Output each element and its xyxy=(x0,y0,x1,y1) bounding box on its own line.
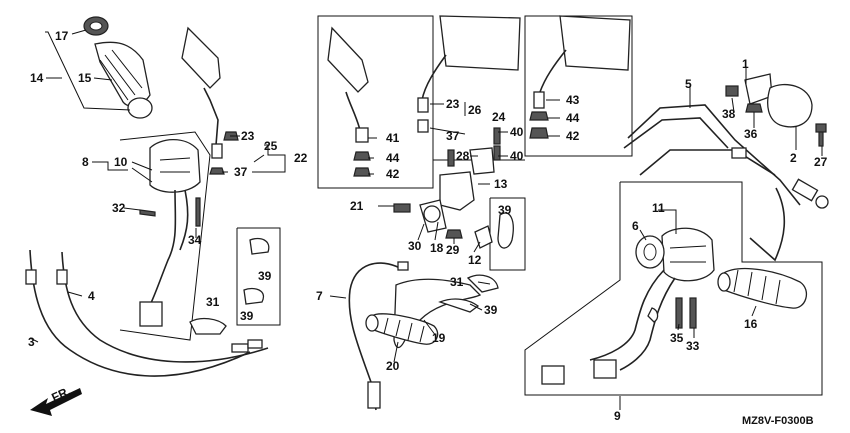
callout-30: 30 xyxy=(408,239,422,253)
callout-27: 27 xyxy=(814,155,828,169)
mirror-box-right xyxy=(524,15,633,157)
callout-8: 8 xyxy=(82,155,89,169)
callout-32: 32 xyxy=(112,201,126,215)
center-mirror-left xyxy=(327,26,371,177)
throttle-cables xyxy=(25,249,269,377)
right-grip xyxy=(717,267,808,309)
choke-lever xyxy=(725,73,827,147)
callout-40: 40 xyxy=(510,125,524,139)
callout-18: 18 xyxy=(430,241,444,255)
right-switch-box xyxy=(524,181,823,396)
callout-39: 39 xyxy=(258,269,272,283)
callout-41: 41 xyxy=(386,131,400,145)
cable-clamps-left xyxy=(189,237,270,335)
callout-21: 21 xyxy=(350,199,364,213)
front-direction-label: FR. xyxy=(49,384,72,405)
callout-40: 40 xyxy=(510,149,524,163)
callout-29: 29 xyxy=(446,243,460,257)
callout-44: 44 xyxy=(566,111,580,125)
callout-44: 44 xyxy=(386,151,400,165)
callout-labels: 17 14 15 23 25 22 37 8 10 32 34 4 3 31 3… xyxy=(28,29,828,427)
callout-28: 28 xyxy=(456,149,470,163)
callout-19: 19 xyxy=(432,331,446,345)
callout-20: 20 xyxy=(386,359,400,373)
callout-24: 24 xyxy=(492,110,506,124)
callout-5: 5 xyxy=(685,77,692,91)
clamp-box xyxy=(236,227,281,326)
callout-6: 6 xyxy=(632,219,639,233)
callout-31: 31 xyxy=(450,275,464,289)
callout-42: 42 xyxy=(566,129,580,143)
callout-39: 39 xyxy=(498,203,512,217)
center-mirror-right xyxy=(417,15,521,133)
diagram-code: MZ8V-F0300B xyxy=(742,415,814,427)
callout-9: 9 xyxy=(614,409,621,423)
callout-34: 34 xyxy=(188,233,202,247)
callout-23: 23 xyxy=(241,129,255,143)
clutch-lever xyxy=(348,261,499,411)
callout-26: 26 xyxy=(468,103,482,117)
callout-22: 22 xyxy=(294,151,308,165)
callout-7: 7 xyxy=(316,289,323,303)
front-arrow-icon xyxy=(30,388,82,416)
callout-23: 23 xyxy=(446,97,460,111)
clamp-box-center xyxy=(489,197,526,271)
left-switch-box xyxy=(119,131,211,341)
callout-37: 37 xyxy=(234,165,248,179)
right-switch xyxy=(541,227,715,385)
callout-14: 14 xyxy=(30,71,44,85)
left-grip xyxy=(83,16,153,119)
grip-20 xyxy=(365,313,439,345)
callout-2: 2 xyxy=(790,151,797,165)
left-switch xyxy=(139,138,201,327)
leader-lines xyxy=(29,29,823,410)
choke-cable xyxy=(623,104,829,262)
callout-35: 35 xyxy=(670,331,684,345)
callout-43: 43 xyxy=(566,93,580,107)
callout-36: 36 xyxy=(744,127,758,141)
right-mirror xyxy=(529,15,631,139)
callout-3: 3 xyxy=(28,335,35,349)
left-mirror xyxy=(181,26,239,175)
callout-13: 13 xyxy=(494,177,508,191)
callout-15: 15 xyxy=(78,71,92,85)
callout-31: 31 xyxy=(206,295,220,309)
callout-16: 16 xyxy=(744,317,758,331)
callout-39: 39 xyxy=(240,309,254,323)
callout-1: 1 xyxy=(742,57,749,71)
callout-4: 4 xyxy=(88,289,95,303)
callout-38: 38 xyxy=(722,107,736,121)
callout-17: 17 xyxy=(55,29,69,43)
callout-11: 11 xyxy=(652,201,665,215)
callout-25: 25 xyxy=(264,139,278,153)
callout-39: 39 xyxy=(484,303,498,317)
callout-33: 33 xyxy=(686,339,700,353)
callout-10: 10 xyxy=(114,155,128,169)
callout-42: 42 xyxy=(386,167,400,181)
callout-12: 12 xyxy=(468,253,482,267)
callout-37: 37 xyxy=(446,129,460,143)
